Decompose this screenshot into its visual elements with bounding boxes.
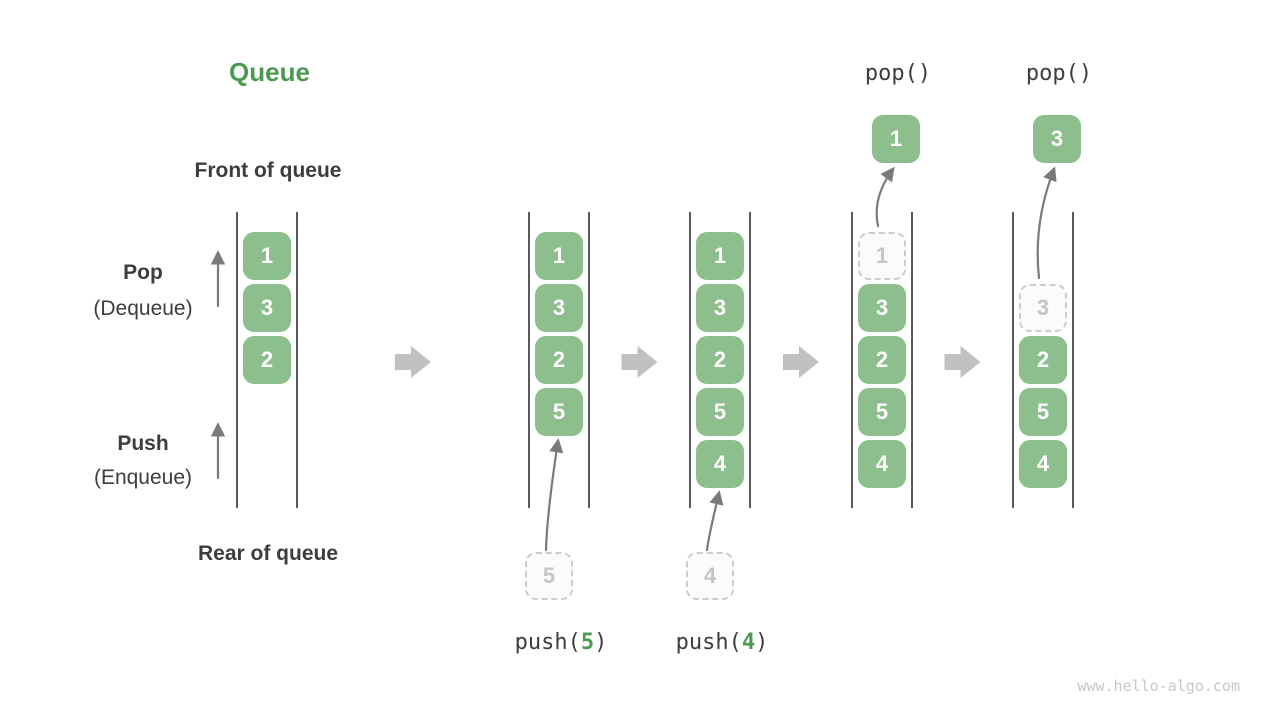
queue-cell: 5 [858, 388, 906, 436]
queue-wall [588, 212, 590, 508]
popped-cell: 1 [872, 115, 920, 163]
pop-op-label: pop() [864, 61, 932, 86]
queue-cell: 1 [535, 232, 583, 280]
push-sublabel: (Enqueue) [93, 466, 193, 489]
queue-cell: 1 [243, 232, 291, 280]
arrow-right-icon [621, 346, 658, 378]
pop-arrow-icon [875, 166, 895, 228]
queue-wall [1072, 212, 1074, 508]
queue-cell: 3 [535, 284, 583, 332]
pop-op-label: pop() [1025, 61, 1093, 86]
queue-cell: 2 [858, 336, 906, 384]
queue-cell: 5 [1019, 388, 1067, 436]
queue-wall [749, 212, 751, 508]
pop-sublabel: (Dequeue) [93, 297, 193, 320]
push-label: Push [117, 432, 169, 455]
queue-cell-removed: 3 [1019, 284, 1067, 332]
queue-wall [911, 212, 913, 508]
queue-cell: 2 [535, 336, 583, 384]
push-arrow-icon [705, 490, 724, 552]
pending-cell: 5 [525, 552, 573, 600]
push-op-label: push(5) [514, 630, 608, 655]
queue-cell: 4 [696, 440, 744, 488]
queue-cell: 5 [535, 388, 583, 436]
push-arrow-icon [544, 438, 564, 552]
pop-label: Pop [123, 261, 163, 284]
queue-cell: 2 [243, 336, 291, 384]
queue-cell: 2 [696, 336, 744, 384]
arrow-right-icon [395, 346, 431, 378]
queue-cell: 3 [858, 284, 906, 332]
queue-cell-removed: 1 [858, 232, 906, 280]
queue-cell: 4 [858, 440, 906, 488]
queue-wall [851, 212, 853, 508]
queue-cell: 5 [696, 388, 744, 436]
queue-wall [236, 212, 238, 508]
queue-cell: 4 [1019, 440, 1067, 488]
popped-cell: 3 [1033, 115, 1081, 163]
page-title: Queue [229, 57, 310, 87]
rear-of-queue-label: Rear of queue [197, 542, 339, 565]
push-op-label: push(4) [675, 630, 769, 655]
arrow-right-icon [783, 346, 819, 378]
front-of-queue-label: Front of queue [194, 159, 342, 182]
queue-cell: 3 [243, 284, 291, 332]
arrow-right-icon [944, 346, 981, 378]
queue-cell: 2 [1019, 336, 1067, 384]
pop-arrow-icon [1036, 166, 1057, 280]
queue-wall [1012, 212, 1014, 508]
queue-wall [689, 212, 691, 508]
pending-cell: 4 [686, 552, 734, 600]
queue-wall [528, 212, 530, 508]
queue-cell: 3 [696, 284, 744, 332]
queue-cell: 1 [696, 232, 744, 280]
watermark: www.hello-algo.com [1077, 677, 1240, 695]
queue-wall [296, 212, 298, 508]
